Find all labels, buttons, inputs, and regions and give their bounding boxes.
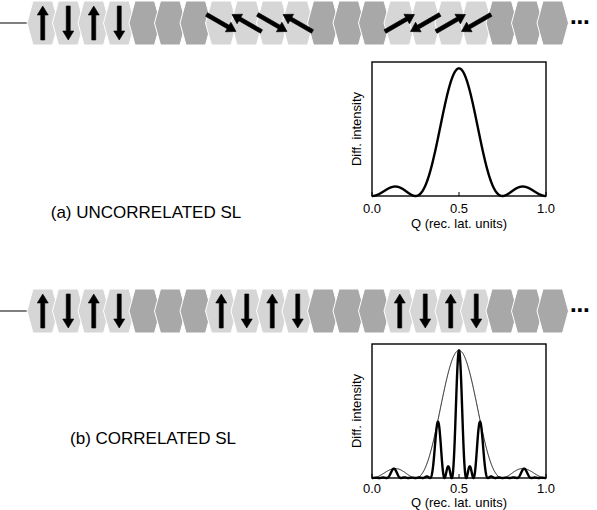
spin-arrow <box>63 6 74 40</box>
axis-title: Q (rec. lat. units) <box>411 217 507 230</box>
spin-arrow <box>459 10 494 37</box>
spacer-layer <box>537 289 569 333</box>
spin-arrow <box>267 294 278 328</box>
tick-label: 1.0 <box>537 482 555 495</box>
continuation-dots: ⋯ <box>570 12 590 32</box>
plot-frame <box>372 344 546 478</box>
tick-label: 0.0 <box>363 202 381 215</box>
intensity-plot <box>372 62 546 196</box>
spin-arrow <box>63 294 74 328</box>
spin-arrow <box>394 294 405 328</box>
axis-tick <box>372 474 373 478</box>
tick-label: 0.5 <box>450 482 468 495</box>
axis-tick <box>546 474 547 478</box>
intensity-curve <box>372 350 546 478</box>
superlattice-row <box>0 1 569 45</box>
intensity-curve <box>372 68 546 196</box>
continuation-dots: ⋯ <box>570 300 590 320</box>
intensity-curve <box>372 350 546 478</box>
spin-arrow <box>204 10 239 37</box>
spacer-layer <box>537 1 569 45</box>
tick-label: 0.5 <box>450 202 468 215</box>
tick-label: 1.0 <box>537 202 555 215</box>
intensity-plot <box>372 344 546 478</box>
spin-arrow <box>88 6 99 40</box>
axis-title: Diff. intensity <box>350 92 363 166</box>
axis-tick <box>372 192 373 196</box>
axis-tick <box>459 474 460 478</box>
spin-arrow <box>445 294 456 328</box>
spin-arrow <box>216 294 227 328</box>
spin-arrow <box>114 6 125 40</box>
axis-tick <box>459 192 460 196</box>
spin-arrow <box>241 294 252 328</box>
spin-arrow <box>471 294 482 328</box>
spin-arrow <box>88 294 99 328</box>
spin-arrow <box>280 10 315 37</box>
spin-arrow <box>37 6 48 40</box>
spin-arrow <box>433 10 468 37</box>
axis-title: Diff. intensity <box>350 374 363 448</box>
tick-label: 0.0 <box>363 482 381 495</box>
spin-arrow <box>114 294 125 328</box>
axis-tick <box>546 192 547 196</box>
spin-arrow <box>382 10 417 37</box>
spin-arrow <box>420 294 431 328</box>
superlattice-row <box>0 289 569 333</box>
spin-arrow <box>292 294 303 328</box>
spin-arrow <box>255 10 290 37</box>
panel-title: (a) UNCORRELATED SL <box>51 204 242 221</box>
panel-title: (b) CORRELATED SL <box>70 430 236 447</box>
plot-frame <box>372 62 546 196</box>
axis-title: Q (rec. lat. units) <box>411 496 507 509</box>
spin-arrow <box>37 294 48 328</box>
